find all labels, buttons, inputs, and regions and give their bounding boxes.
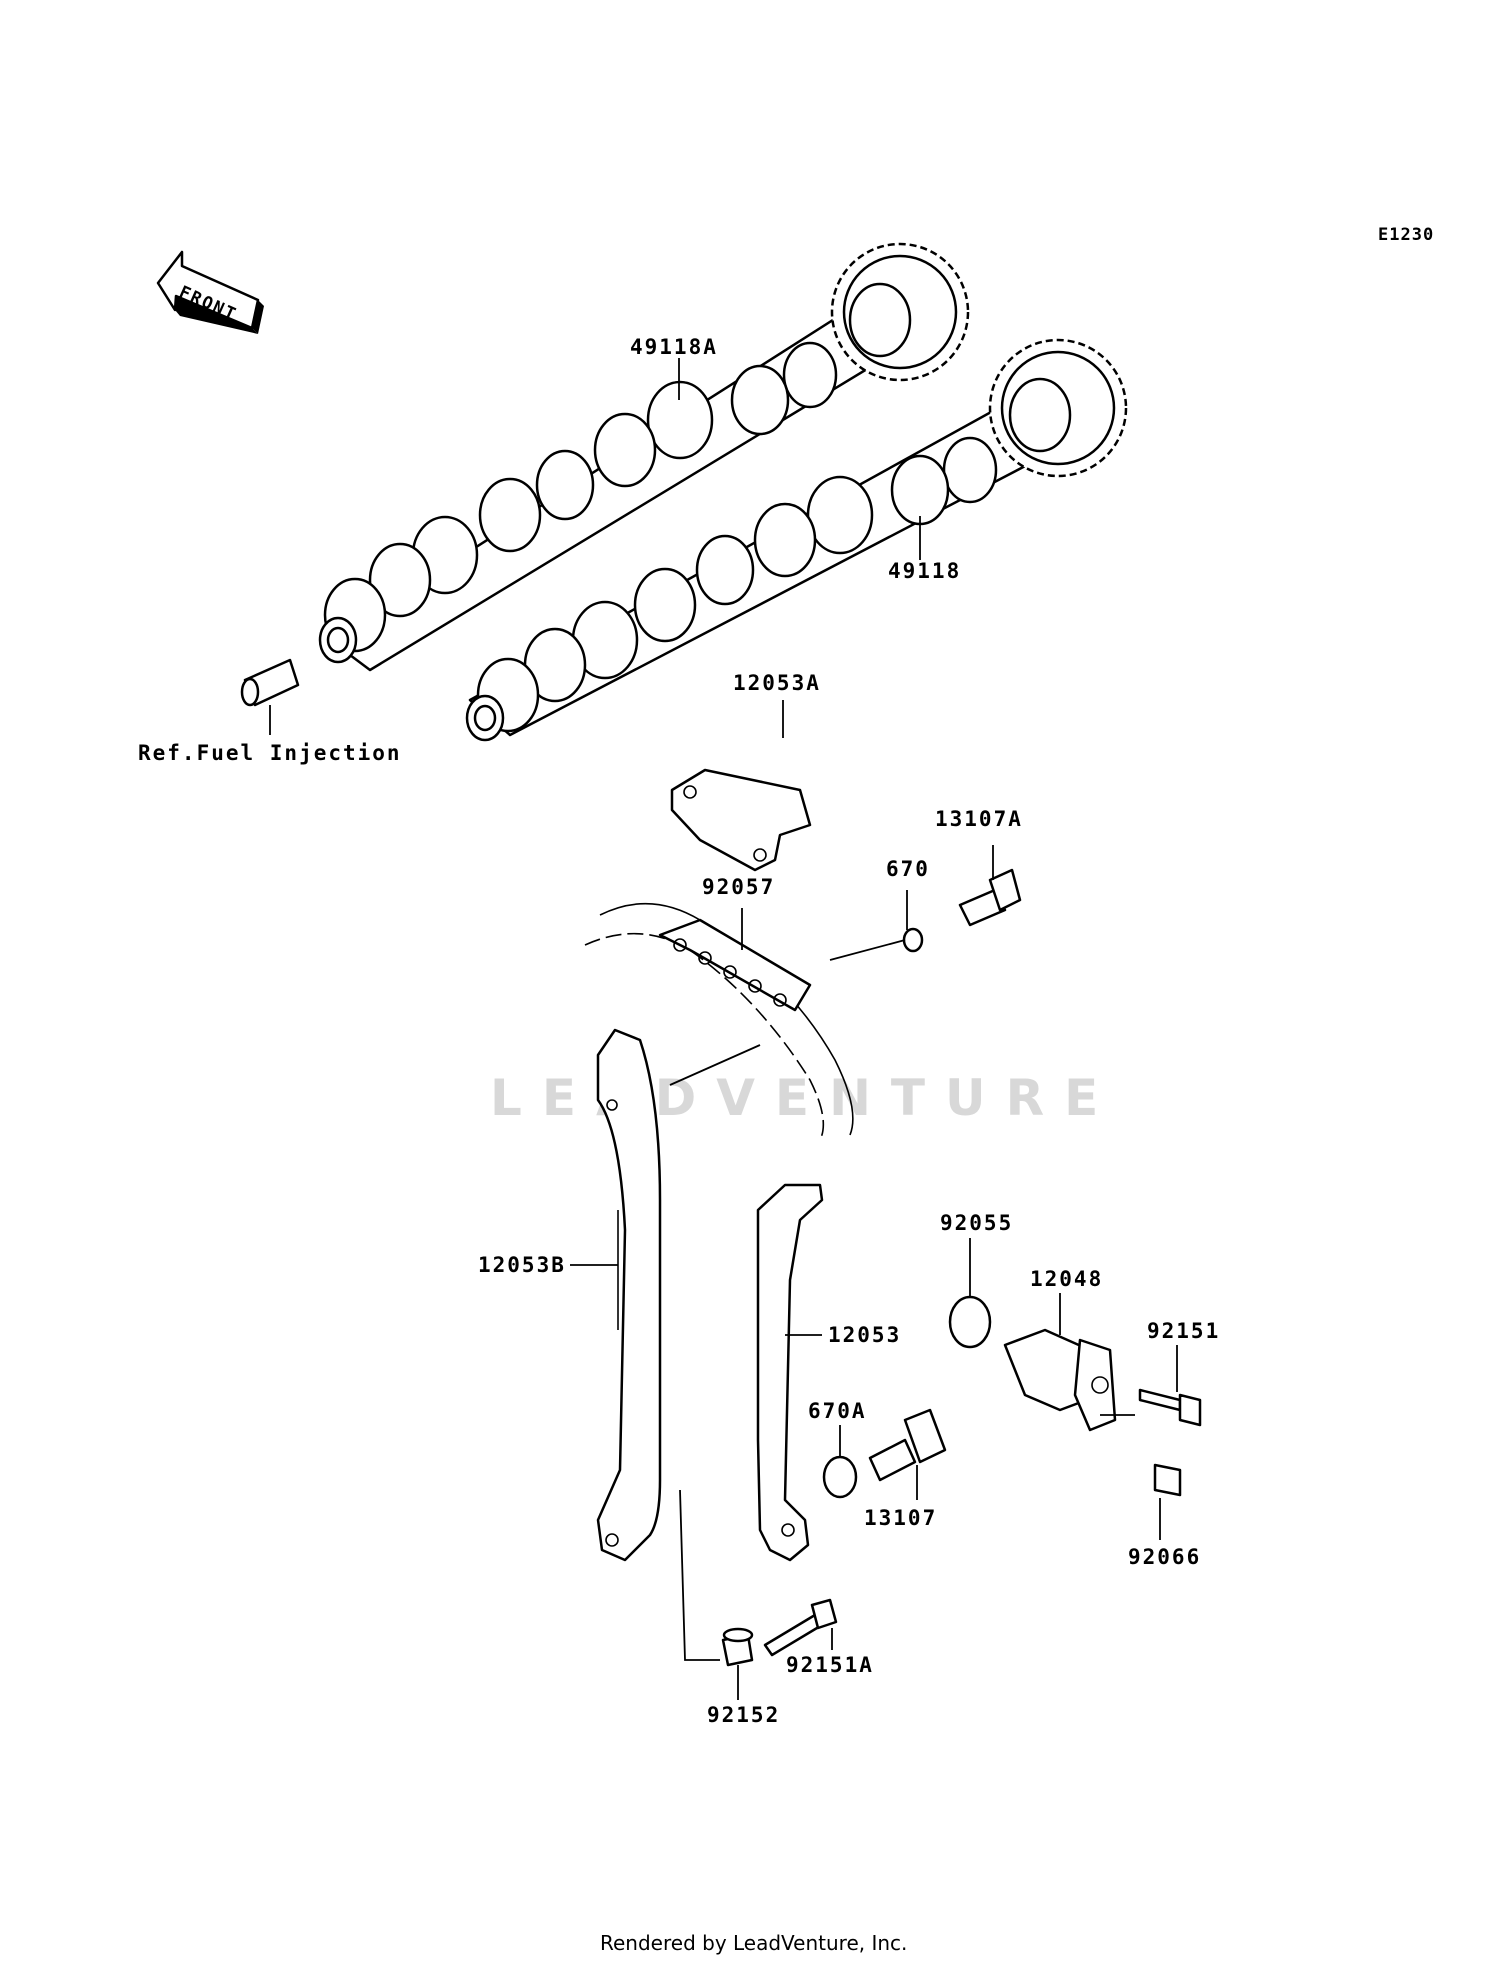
label-12048: 12048	[1030, 1267, 1103, 1291]
label-12053b: 12053B	[478, 1253, 566, 1277]
label-49118a: 49118A	[630, 335, 718, 359]
bolt-13107	[868, 1408, 947, 1482]
camshaft-49118	[465, 338, 1128, 742]
sensor-rotor-part	[240, 658, 300, 707]
bolt-92151	[1138, 1388, 1202, 1427]
label-92055: 92055	[940, 1211, 1013, 1235]
label-ref-fuel-injection: Ref.Fuel Injection	[138, 741, 402, 765]
label-670a: 670A	[808, 1399, 867, 1423]
footer-credit: Rendered by LeadVenture, Inc.	[600, 1931, 907, 1955]
cam-chain-92057	[584, 902, 854, 1141]
o-ring-670a	[822, 1455, 858, 1499]
label-12053: 12053	[828, 1323, 901, 1347]
plug-92066	[1153, 1463, 1182, 1497]
chain-guide-12053	[756, 1183, 824, 1562]
watermark-text: LEADVENTURE	[490, 1069, 1118, 1127]
camshaft-sprocket-upper	[830, 242, 970, 382]
tensioner-12048	[1003, 1328, 1117, 1432]
cam-lobes-lower	[476, 436, 998, 733]
label-92151a: 92151A	[786, 1653, 874, 1677]
part-labels: 49118A 49118 12053A 13107A 670 92057 Ref…	[138, 335, 1220, 1727]
o-ring-670	[902, 927, 924, 953]
camshaft-sprocket-lower	[988, 338, 1128, 478]
label-92151: 92151	[1147, 1319, 1220, 1343]
o-ring-92055	[948, 1295, 992, 1349]
collar-92152	[721, 1627, 754, 1667]
chain-guide-12053b	[596, 1028, 662, 1562]
chain-guide-12053a	[670, 768, 812, 872]
camshaft-49118a	[318, 242, 970, 672]
label-92066: 92066	[1128, 1545, 1201, 1569]
label-13107: 13107	[864, 1506, 937, 1530]
diagram-code: E1230	[1378, 225, 1434, 245]
cam-lobes-upper	[323, 341, 838, 653]
label-670: 670	[886, 857, 930, 881]
label-13107a: 13107A	[935, 807, 1023, 831]
leader-lines	[269, 358, 1178, 1700]
label-12053a: 12053A	[733, 671, 821, 695]
bolt-92151a	[763, 1598, 838, 1657]
label-92152: 92152	[707, 1703, 780, 1727]
bolt-13107a	[958, 868, 1022, 927]
chain-links	[673, 938, 787, 1007]
label-49118: 49118	[888, 559, 961, 583]
label-92057: 92057	[702, 875, 775, 899]
front-arrow-icon: FRONT	[156, 250, 264, 334]
